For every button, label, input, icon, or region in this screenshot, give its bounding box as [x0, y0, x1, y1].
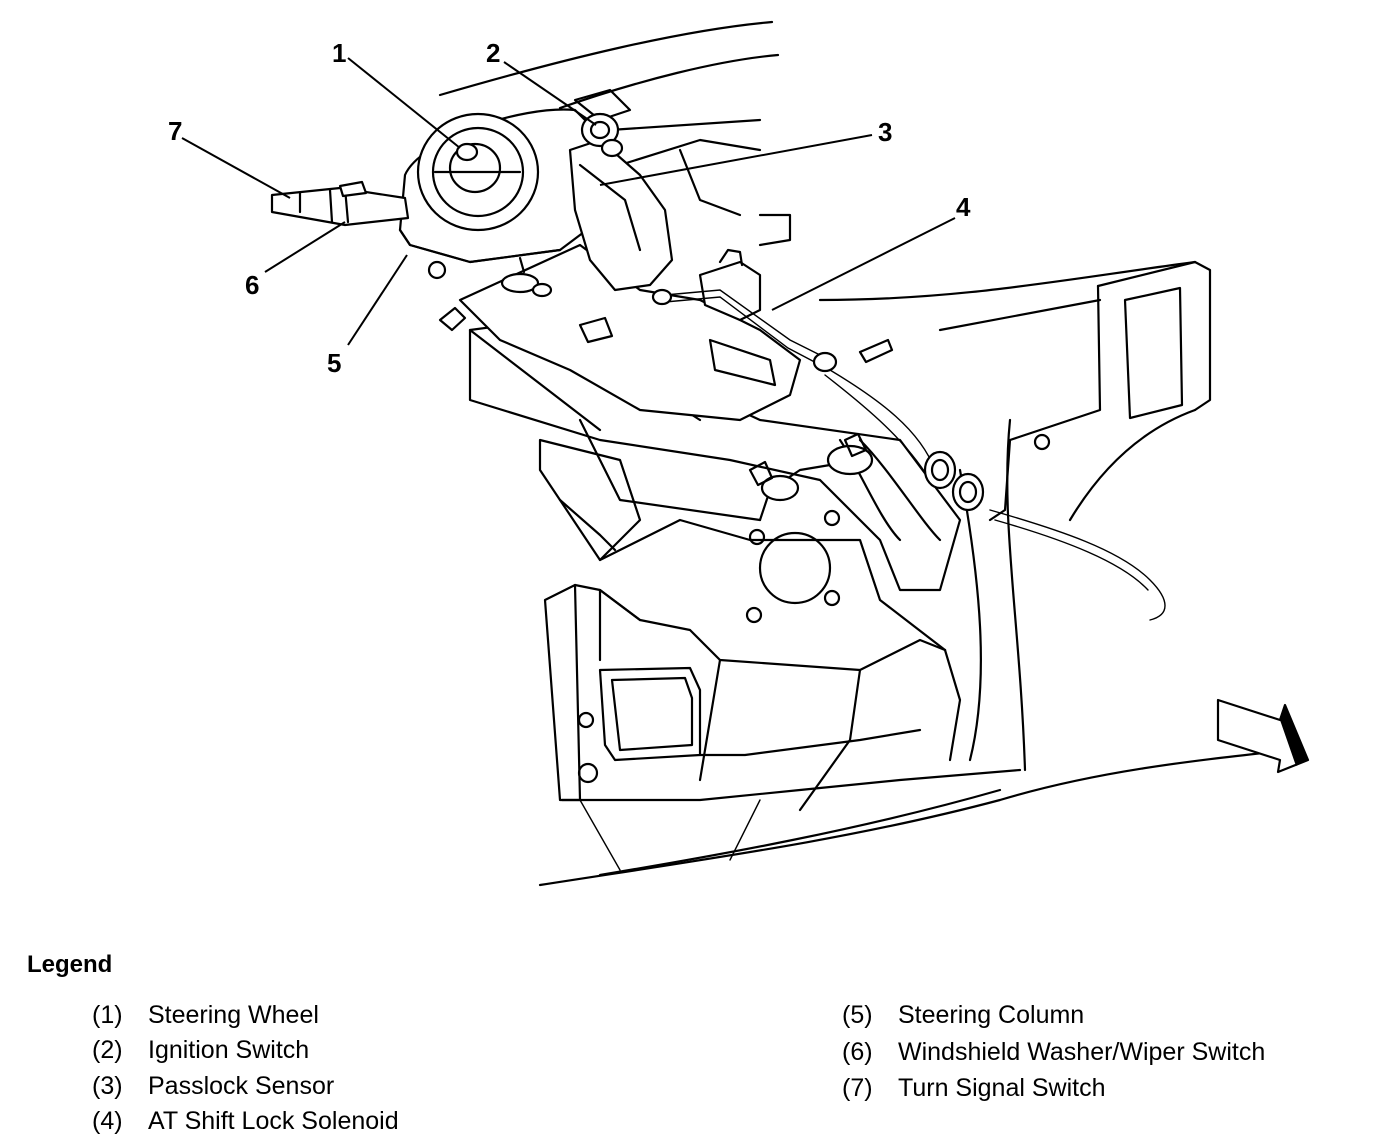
- multifunction-lever: [270, 180, 410, 227]
- ignition-switch-body: [568, 112, 674, 292]
- legend-item-6: (6) Windshield Washer/Wiper Switch: [842, 1038, 1265, 1067]
- legend-item-label: Steering Wheel: [148, 1001, 319, 1029]
- steering-column-diagram: 1 2 3 4 5 6 7: [168, 20, 1310, 887]
- legend-item-3: (3) Passlock Sensor: [92, 1072, 334, 1101]
- column-support-bracket: [438, 243, 802, 422]
- dash-top-lines: [438, 20, 792, 247]
- legend-item-number: (4): [92, 1107, 123, 1135]
- legend-item-number: (3): [92, 1072, 123, 1100]
- legend-item-label: AT Shift Lock Solenoid: [148, 1107, 399, 1135]
- legend-item-4: (4) AT Shift Lock Solenoid: [92, 1107, 399, 1136]
- forward-arrow-icon: [1216, 698, 1310, 774]
- callout-1: 1: [332, 38, 346, 68]
- legend-item-number: (1): [92, 1001, 123, 1029]
- callout-4: 4: [956, 192, 971, 222]
- legend-item-label: Windshield Washer/Wiper Switch: [898, 1038, 1266, 1066]
- shift-lock-solenoid: [651, 248, 985, 512]
- legend-item-5: (5) Steering Column: [842, 1001, 1084, 1030]
- legend-item-number: (2): [92, 1036, 123, 1064]
- legend-item-label: Turn Signal Switch: [898, 1074, 1106, 1102]
- callout-3: 3: [878, 117, 892, 147]
- legend-item-2: (2) Ignition Switch: [92, 1036, 309, 1065]
- legend-title: Legend: [27, 951, 113, 978]
- callout-leaders: [181, 57, 956, 346]
- callout-2: 2: [486, 38, 500, 68]
- legend-item-1: (1) Steering Wheel: [92, 1001, 319, 1030]
- legend-item-number: (7): [842, 1074, 873, 1102]
- lower-bracket-structure: [538, 438, 1292, 887]
- legend-item-label: Steering Column: [898, 1001, 1085, 1029]
- callout-6: 6: [245, 270, 259, 300]
- callout-5: 5: [327, 348, 341, 378]
- legend-item-number: (6): [842, 1038, 873, 1066]
- legend-item-number: (5): [842, 1001, 873, 1029]
- right-body-structure: [818, 260, 1212, 772]
- legend-item-label: Ignition Switch: [148, 1036, 310, 1064]
- legend-item-label: Passlock Sensor: [148, 1072, 335, 1100]
- callout-7: 7: [168, 116, 182, 146]
- legend-item-7: (7) Turn Signal Switch: [842, 1074, 1106, 1103]
- steering-column: [468, 318, 962, 592]
- steering-wheel-assembly: [398, 108, 602, 280]
